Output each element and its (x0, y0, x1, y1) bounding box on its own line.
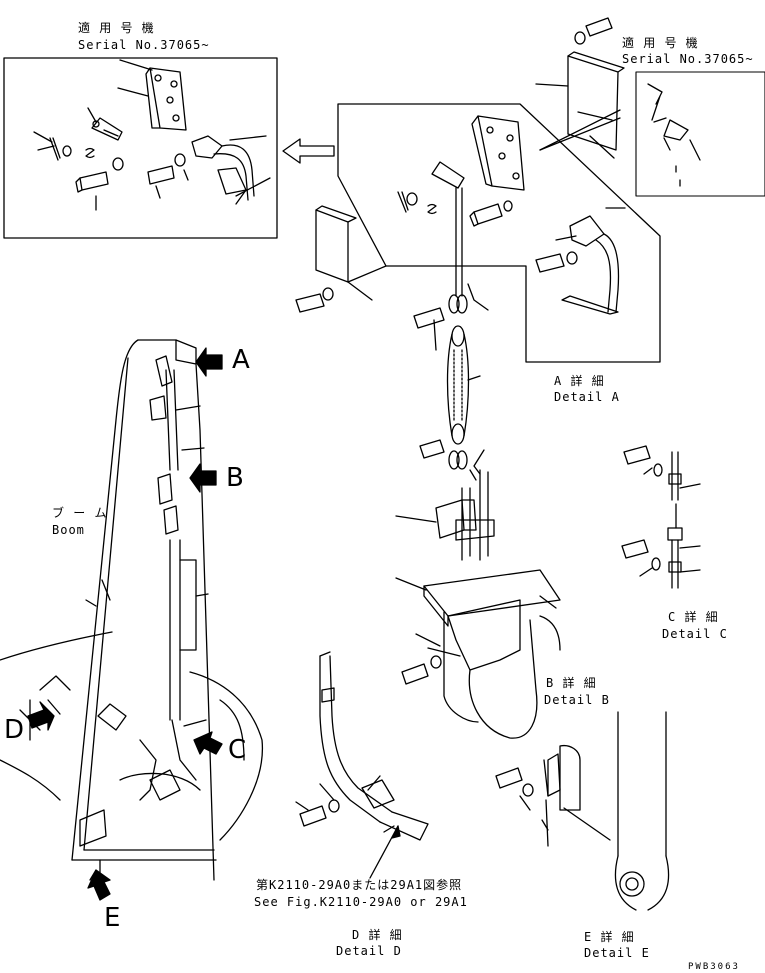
boom-label-en: Boom (52, 523, 85, 537)
detail-a-drawing (295, 103, 661, 363)
detail-a-label-jp: A 詳 細 (554, 374, 605, 388)
detail-a-label-en: Detail A (554, 390, 620, 404)
serial-left-label-en: Serial No.37065~ (78, 38, 210, 52)
detail-b-label-jp: B 詳 細 (546, 676, 597, 690)
marker-e: E (104, 903, 121, 933)
detail-e-label-jp: E 詳 細 (584, 930, 635, 944)
serial-right-label-en: Serial No.37065~ (622, 52, 754, 66)
boom-drawing (0, 339, 264, 891)
arrow-b (189, 463, 217, 493)
marker-b: B (226, 463, 244, 493)
serial-right-label-jp: 適 用 号 機 (622, 36, 699, 50)
reference-arrow (282, 138, 335, 164)
detail-e-label-en: Detail E (584, 946, 650, 960)
detail-e-drawing (495, 711, 670, 911)
reference-note-en: See Fig.K2110-29A0 or 29A1 (254, 895, 468, 909)
detail-b-label-en: Detail B (544, 693, 610, 707)
serial-inset-left (3, 57, 278, 239)
cable-assembly (413, 283, 489, 481)
marker-a: A (232, 345, 250, 375)
detail-d-drawing (295, 651, 429, 841)
serial-inset-right (535, 17, 765, 197)
marker-d: D (4, 715, 25, 745)
arrow-e (87, 869, 111, 901)
serial-left-label-jp: 適 用 号 機 (78, 21, 155, 35)
detail-d-label-en: Detail D (336, 944, 402, 958)
arrow-a (195, 347, 223, 377)
detail-c-drawing (621, 445, 701, 589)
arrow-d (27, 701, 55, 731)
arrow-c (193, 731, 223, 755)
detail-c-label-jp: C 詳 細 (668, 610, 719, 624)
marker-c: C (228, 735, 247, 765)
detail-d-label-jp: D 詳 細 (352, 928, 403, 942)
reference-note-jp: 第K2110-29A0または29A1図参照 (256, 878, 463, 892)
detail-b-drawing (395, 469, 561, 739)
detail-c-label-en: Detail C (662, 627, 728, 641)
drawing-code: PWB3063 (688, 962, 740, 972)
boom-label-jp: ブ ー ム (52, 506, 108, 520)
